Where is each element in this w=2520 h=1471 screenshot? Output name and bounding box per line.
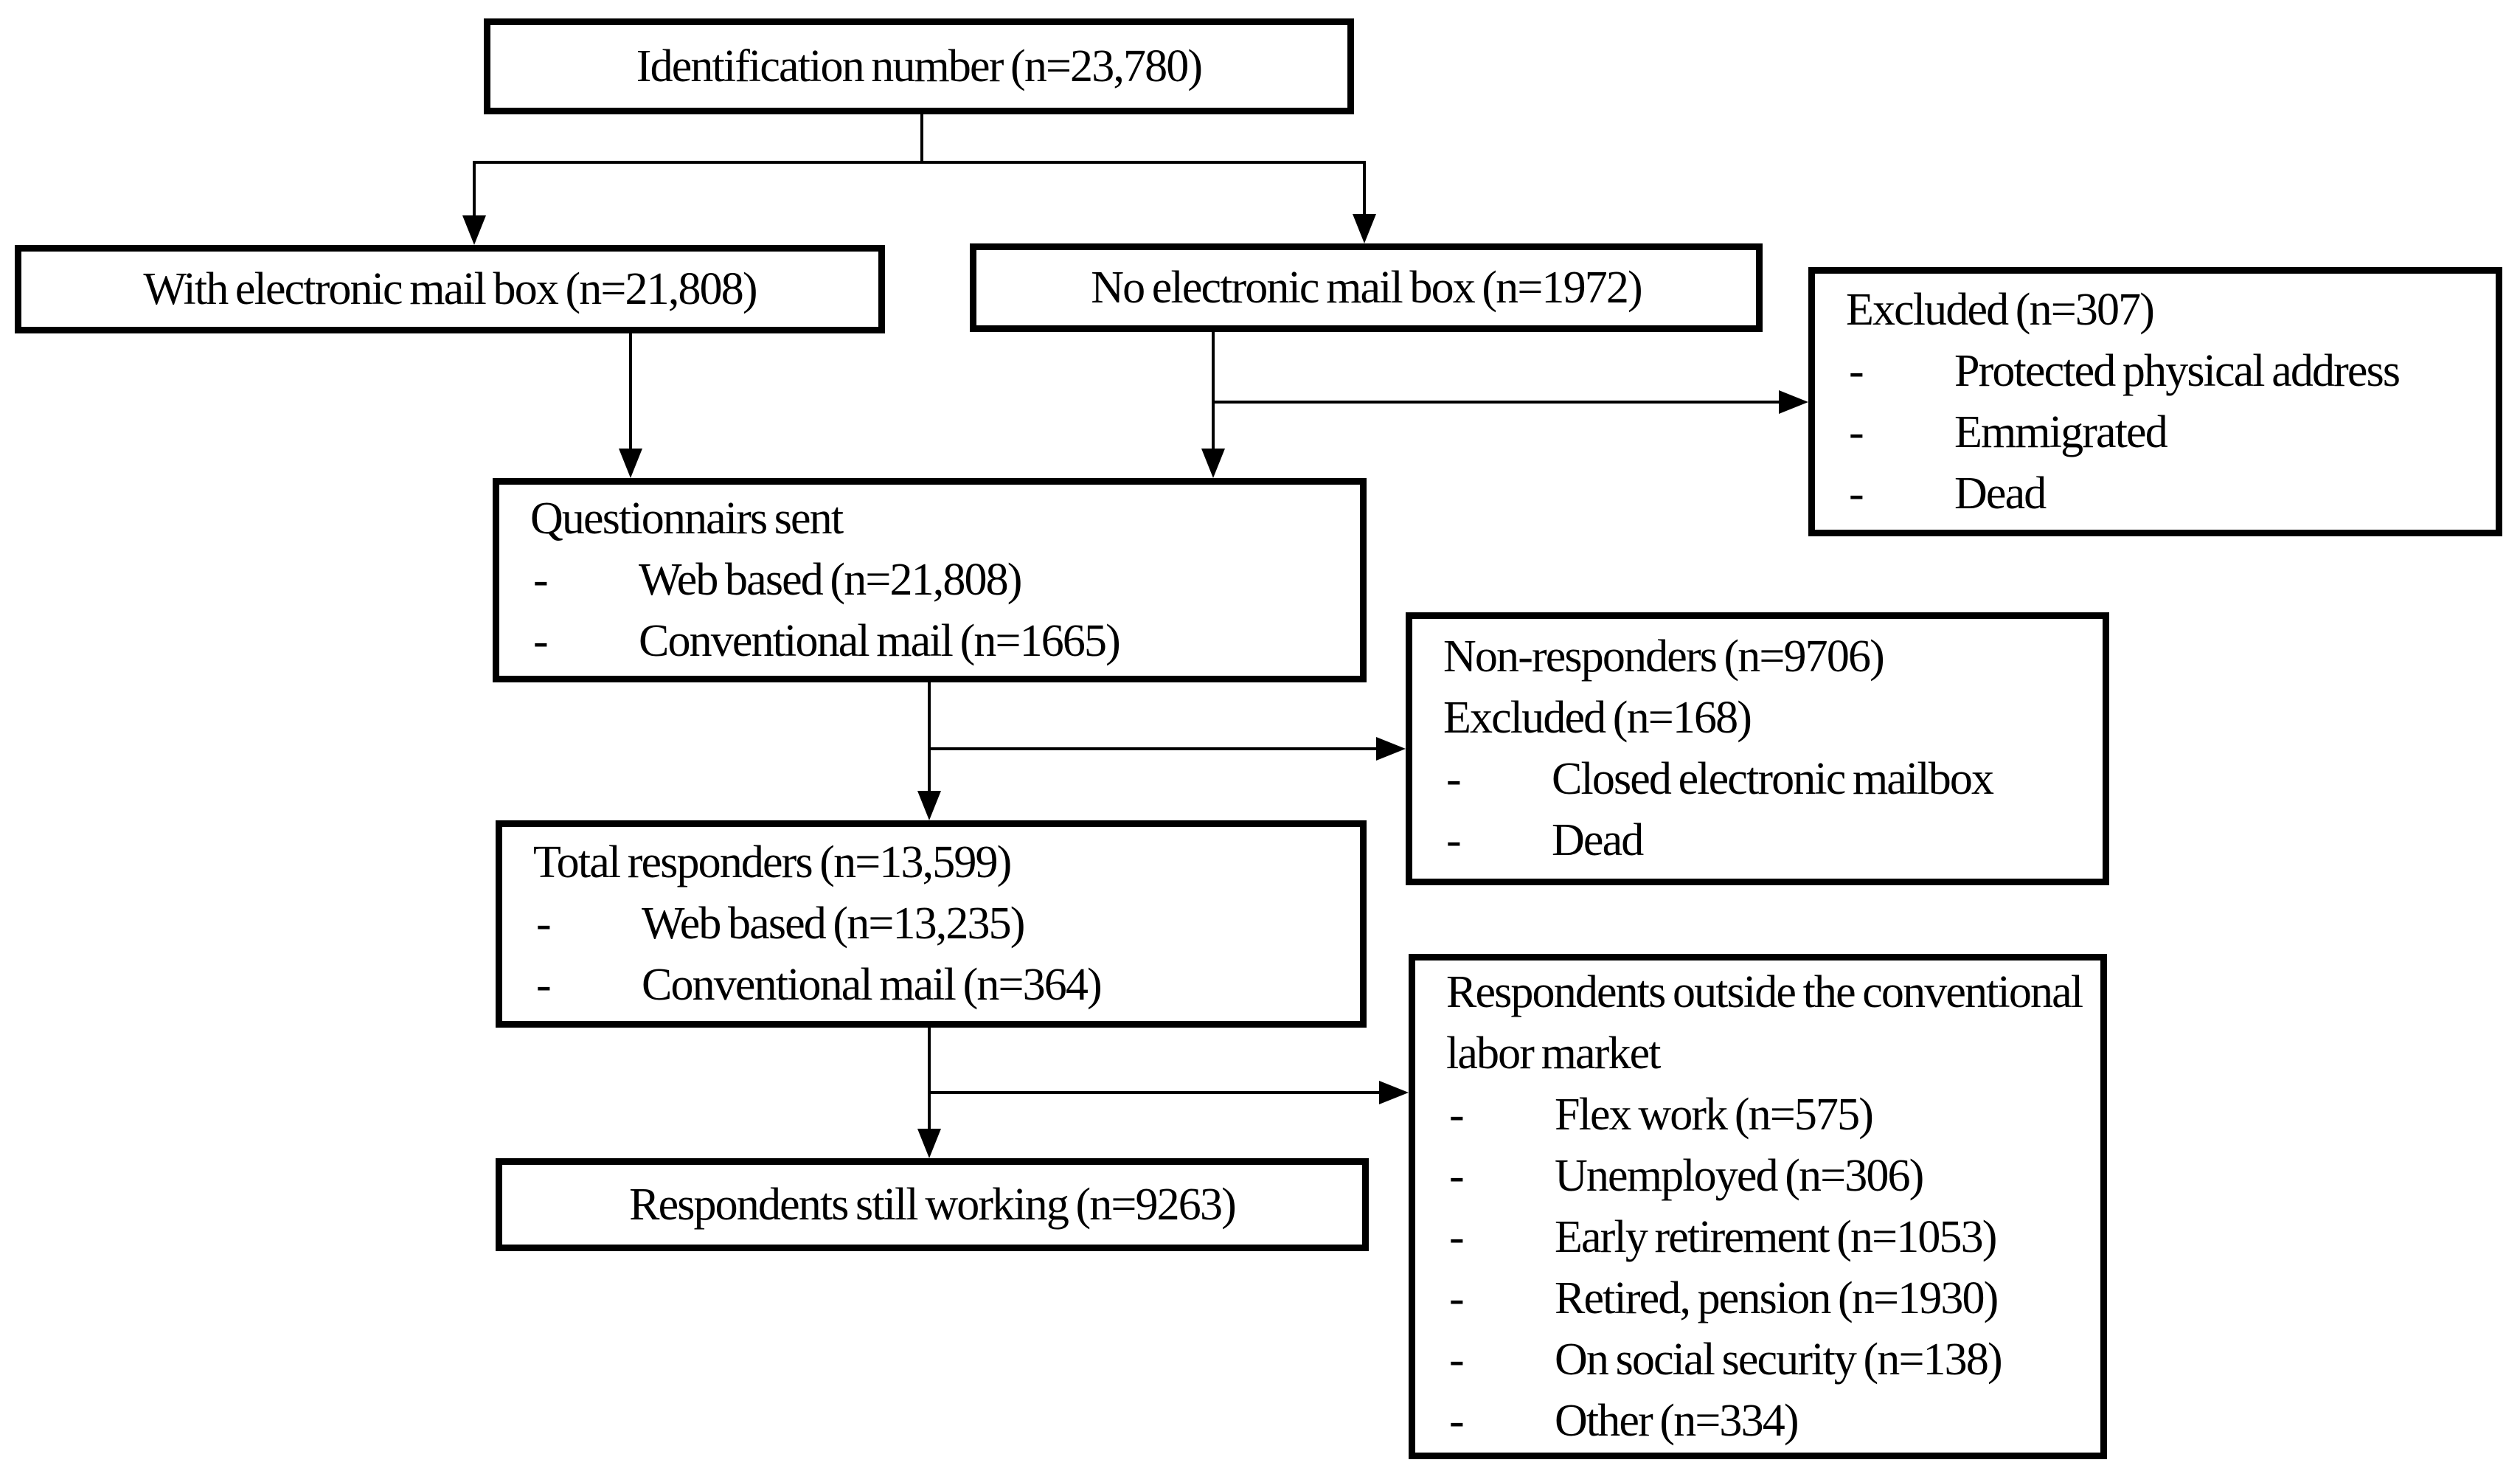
node-with-mailbox: With electronic mail box (n=21,808)	[15, 245, 885, 333]
bullet-dash: -	[1449, 1211, 1465, 1262]
node-no-mailbox-title: No electronic mail box (n=1972)	[1091, 262, 1642, 313]
bullet-dash: -	[533, 616, 549, 666]
bullet-dash: -	[1449, 1150, 1465, 1201]
list-item: - On social security (n=138)	[1446, 1329, 2087, 1391]
list-item-label: Early retirement (n=1053)	[1555, 1211, 1997, 1262]
list-item-label: On social security (n=138)	[1555, 1334, 2003, 1385]
bullet-dash: -	[1446, 815, 1462, 865]
list-item-label: Protected physical address	[1954, 345, 2401, 396]
list-item-label: Other (n=334)	[1555, 1395, 1799, 1446]
list-item-label: Emmigrated	[1954, 406, 2168, 457]
list-item: - Conventional mail (n=1665)	[530, 611, 1347, 672]
list-item: - Protected physical address	[1846, 341, 2482, 402]
bullet-dash: -	[1449, 1334, 1465, 1385]
node-excluded-title: Excluded (n=307)	[1846, 284, 2155, 335]
list-item: - Other (n=334)	[1446, 1391, 2087, 1452]
list-item-label: Web based (n=13,235)	[642, 899, 1025, 949]
node-outside-labor-market: Respondents outside the conventional lab…	[1409, 954, 2107, 1459]
node-identification: Identification number (n=23,780)	[484, 18, 1354, 114]
node-questionnaires-sent: Questionnairs sent - Web based (n=21,808…	[493, 478, 1367, 682]
list-item: - Dead	[1846, 463, 2482, 525]
list-item: - Early retirement (n=1053)	[1446, 1207, 2087, 1268]
list-item-label: Conventional mail (n=364)	[642, 960, 1103, 1010]
bullet-dash: -	[1446, 754, 1462, 804]
node-no-mailbox: No electronic mail box (n=1972)	[970, 243, 1763, 332]
list-item: - Web based (n=13,235)	[533, 893, 1347, 955]
list-item-label: Closed electronic mailbox	[1552, 754, 1994, 804]
list-item: - Flex work (n=575)	[1446, 1084, 2087, 1146]
node-non-responders: Non-responders (n=9706) Excluded (n=168)…	[1406, 612, 2109, 885]
list-item-label: Unemployed (n=306)	[1555, 1150, 1924, 1201]
list-item: - Emmigrated	[1846, 402, 2482, 463]
bullet-dash: -	[536, 899, 552, 949]
bullet-dash: -	[1449, 1395, 1465, 1446]
node-questionnaires-title: Questionnairs sent	[530, 494, 844, 544]
node-still-working-title: Respondents still working (n=9263)	[629, 1179, 1237, 1230]
node-non-responders-subtitle: Excluded (n=168)	[1443, 693, 1752, 743]
list-item-label: Flex work (n=575)	[1555, 1089, 1874, 1140]
list-item: - Retired, pension (n=1930)	[1446, 1268, 2087, 1329]
list-item: - Dead	[1443, 810, 2089, 871]
bullet-dash: -	[536, 960, 552, 1010]
list-item-label: Conventional mail (n=1665)	[639, 616, 1121, 666]
node-with-mailbox-title: With electronic mail box (n=21,808)	[143, 263, 757, 314]
bullet-dash: -	[1449, 1089, 1465, 1140]
list-item: - Unemployed (n=306)	[1446, 1146, 2087, 1207]
node-still-working: Respondents still working (n=9263)	[496, 1158, 1369, 1251]
list-item-label: Dead	[1954, 468, 2047, 519]
bullet-dash: -	[1849, 406, 1864, 457]
node-identification-title: Identification number (n=23,780)	[636, 41, 1203, 91]
list-item-label: Dead	[1552, 815, 1644, 865]
node-total-responders: Total responders (n=13,599) - Web based …	[496, 820, 1367, 1028]
list-item: - Conventional mail (n=364)	[533, 955, 1347, 1016]
node-total-responders-title: Total responders (n=13,599)	[533, 837, 1012, 887]
list-item: - Closed electronic mailbox	[1443, 749, 2089, 810]
bullet-dash: -	[1849, 345, 1864, 396]
bullet-dash: -	[1849, 468, 1864, 519]
list-item-label: Retired, pension (n=1930)	[1555, 1273, 1999, 1323]
bullet-dash: -	[1449, 1273, 1465, 1323]
bullet-dash: -	[533, 555, 549, 605]
node-outside-labor-title: Respondents outside the conventional lab…	[1446, 966, 2083, 1079]
node-excluded: Excluded (n=307) - Protected physical ad…	[1808, 267, 2502, 536]
node-non-responders-title: Non-responders (n=9706)	[1443, 631, 1885, 682]
list-item: - Web based (n=21,808)	[530, 550, 1347, 611]
list-item-label: Web based (n=21,808)	[639, 555, 1022, 605]
